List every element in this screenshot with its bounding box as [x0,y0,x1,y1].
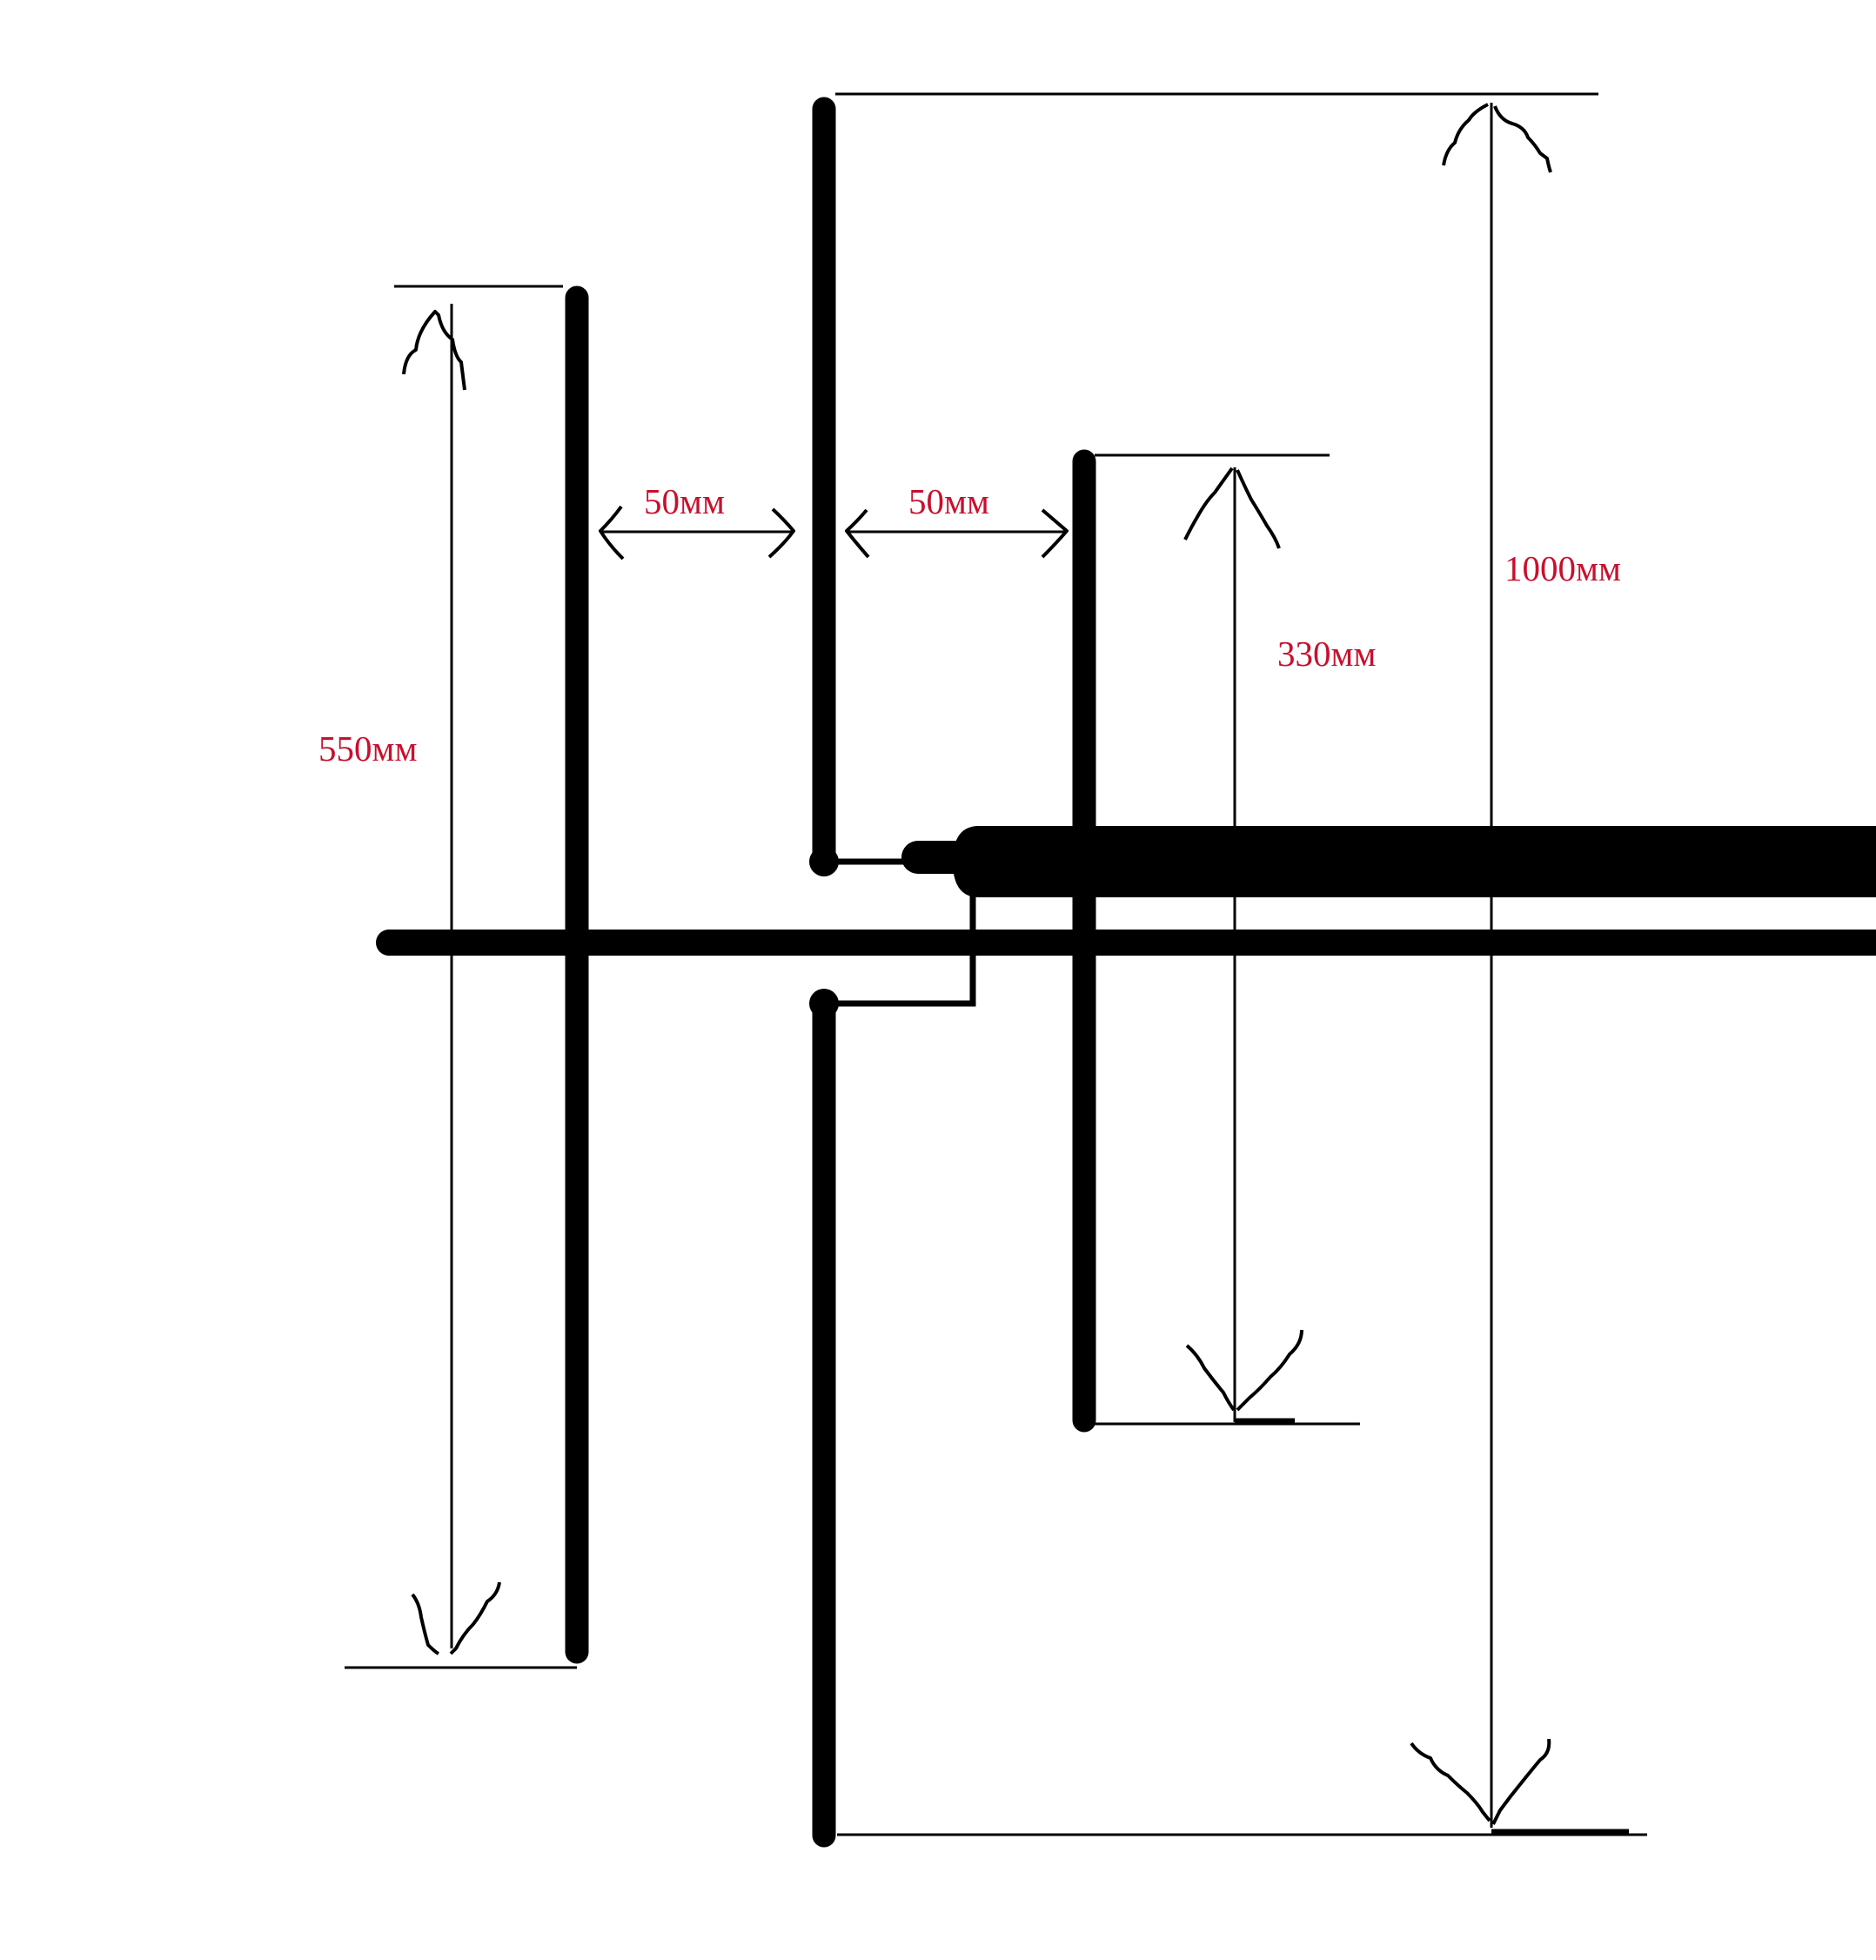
director-length-label: 330мм [1277,634,1376,674]
feed-points [809,847,839,1018]
gap-left-label: 50мм [644,481,725,521]
dimension-arrowheads [402,103,1552,1825]
gap-right-label: 50мм [908,481,989,521]
reflector-length-label: 550мм [318,728,417,769]
antenna-structure [376,97,1876,1848]
dimension-lines [345,92,1647,1836]
dimension-labels: 50мм 50мм 550мм 330мм 1000мм [318,481,1621,769]
dipole-length-label: 1000мм [1504,548,1621,588]
